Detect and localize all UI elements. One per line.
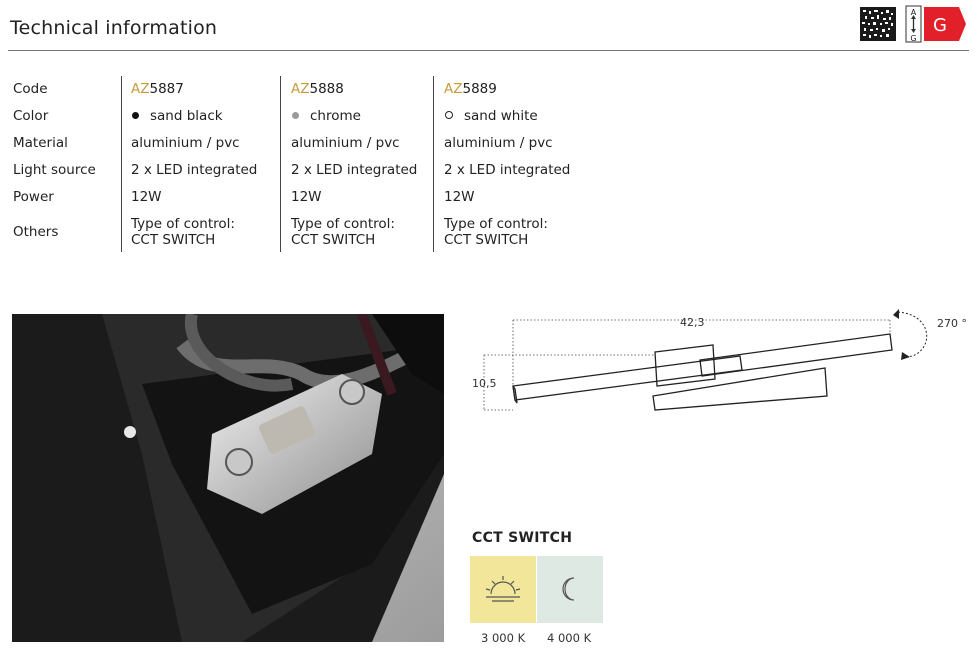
product-others-line1: Type of control:	[291, 216, 395, 232]
warm-light-swatch	[470, 556, 536, 623]
cool-temperature-label: 4 000 K	[547, 631, 592, 645]
row-label-color: Color	[13, 108, 49, 124]
product-color: sand black	[131, 108, 223, 124]
row-label-power: Power	[13, 189, 54, 205]
product-others-line2: CCT SWITCH	[291, 232, 376, 248]
color-swatch	[292, 112, 299, 119]
energy-label-icon: A G G	[905, 5, 966, 43]
product-others-line2: CCT SWITCH	[444, 232, 529, 248]
header-divider	[8, 50, 969, 51]
color-swatch	[132, 112, 139, 119]
row-label-others: Others	[13, 224, 59, 240]
column-divider	[121, 76, 122, 252]
cool-light-swatch	[537, 556, 603, 623]
product-material: aluminium / pvc	[131, 135, 240, 151]
rotation-dimension: 270 °	[937, 317, 967, 330]
row-label-material: Material	[13, 135, 68, 151]
energy-class: G	[933, 15, 947, 36]
product-color: chrome	[291, 108, 361, 124]
product-material: aluminium / pvc	[444, 135, 553, 151]
qr-code-icon	[860, 7, 896, 41]
switch-detail-photo	[12, 314, 444, 642]
product-power: 12W	[291, 189, 322, 205]
product-material: aluminium / pvc	[291, 135, 400, 151]
energy-scale-top: A	[911, 8, 917, 17]
column-divider	[280, 76, 281, 252]
product-light-source: 2 x LED integrated	[444, 162, 571, 178]
product-power: 12W	[131, 189, 162, 205]
moon-icon	[562, 577, 575, 601]
dimension-drawing: 42,3 10,5 270 °	[472, 309, 967, 411]
product-light-source: 2 x LED integrated	[131, 162, 258, 178]
row-label-light-source: Light source	[13, 162, 96, 178]
sunrise-icon	[485, 576, 521, 602]
energy-scale-bottom: G	[910, 34, 916, 43]
row-label-code: Code	[13, 81, 48, 97]
height-dimension: 10,5	[472, 377, 497, 390]
page-title: Technical information	[10, 17, 218, 39]
product-code: AZ5889	[444, 81, 497, 97]
column-divider	[433, 76, 434, 252]
product-color: sand white	[444, 108, 538, 124]
product-others-line1: Type of control:	[131, 216, 235, 232]
cct-title: CCT SWITCH	[472, 530, 573, 546]
product-others-line2: CCT SWITCH	[131, 232, 216, 248]
warm-temperature-label: 3 000 K	[481, 631, 526, 645]
rotation-arrow-icon	[893, 309, 899, 319]
product-others-line1: Type of control:	[444, 216, 548, 232]
product-light-source: 2 x LED integrated	[291, 162, 418, 178]
color-swatch	[445, 111, 453, 119]
product-code: AZ5888	[291, 81, 344, 97]
width-dimension: 42,3	[680, 316, 705, 329]
product-code: AZ5887	[131, 81, 184, 97]
product-power: 12W	[444, 189, 475, 205]
